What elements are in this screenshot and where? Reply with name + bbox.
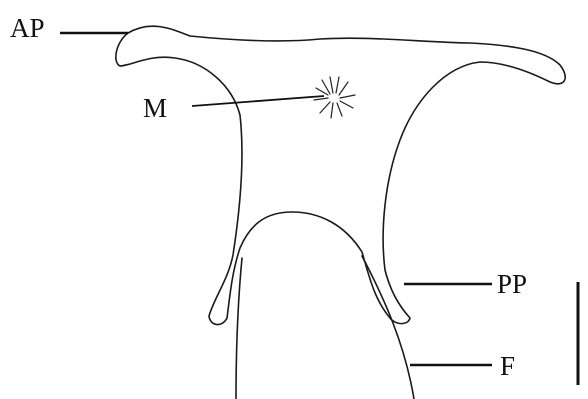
label-f: F [500,351,515,381]
m-leader-line [192,96,324,106]
flagellum-outline [236,258,242,399]
label-ap: AP [10,13,45,43]
label-pp: PP [497,269,527,299]
m-structure-icon [314,77,355,118]
label-m: M [143,93,167,123]
